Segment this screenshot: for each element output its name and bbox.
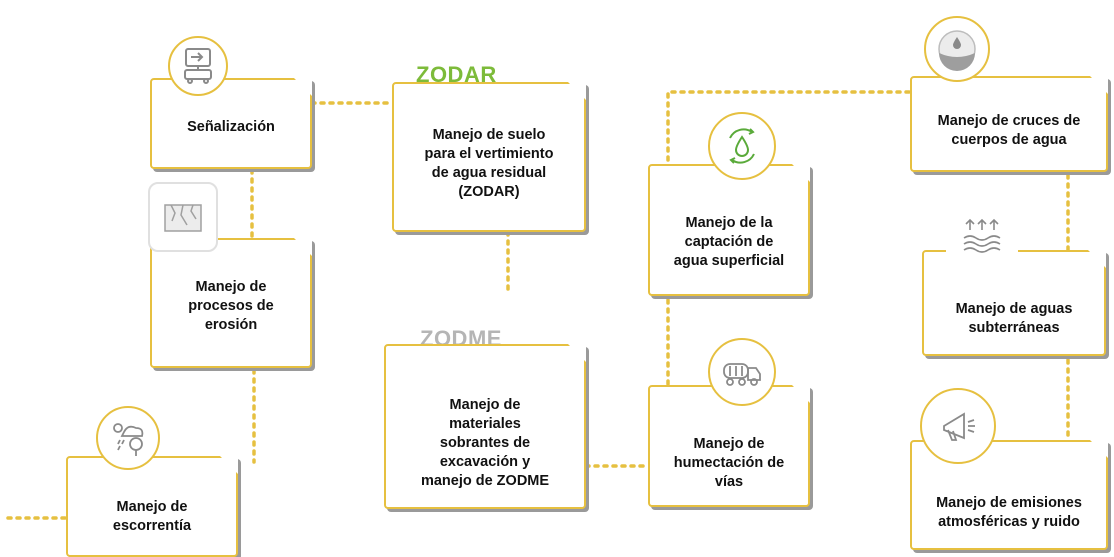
card-senalizacion: Señalización (150, 78, 312, 169)
megaphone-icon (920, 388, 996, 464)
card-escorrentia: Manejo de escorrentía (66, 456, 238, 557)
water-drop-wave-icon (924, 16, 990, 82)
label-subterraneas: Manejo de aguas subterráneas (955, 301, 1073, 336)
label-captacion: Manejo de la captación de agua superfici… (673, 215, 785, 269)
label-erosion: Manejo de procesos de erosión (188, 279, 274, 333)
groundwater-arrows-icon (946, 204, 1018, 268)
card-captacion: Manejo de la captación de agua superfici… (648, 164, 810, 296)
water-cycle-drop-icon (708, 112, 776, 180)
card-materiales: Manejo de materiales sobrantes de excava… (384, 344, 586, 509)
road-sign-icon (168, 36, 228, 96)
water-truck-icon (708, 338, 776, 406)
label-senalizacion: Señalización (187, 119, 275, 135)
eroded-ground-icon (148, 182, 218, 252)
label-suelo: Manejo de suelo para el vertimiento de a… (424, 127, 554, 200)
card-humectacion: Manejo de humectación de vías (648, 385, 810, 507)
label-humectacion: Manejo de humectación de vías (673, 436, 785, 490)
label-escorrentia: Manejo de escorrentía (112, 499, 192, 534)
card-suelo: Manejo de suelo para el vertimiento de a… (392, 82, 586, 232)
label-materiales: Manejo de materiales sobrantes de excava… (420, 397, 550, 489)
label-emisiones: Manejo de emisiones atmosféricas y ruido (936, 495, 1082, 530)
label-cruces: Manejo de cruces de cuerpos de agua (937, 113, 1081, 148)
rain-tree-icon (96, 406, 160, 470)
card-cruces: Manejo de cruces de cuerpos de agua (910, 76, 1108, 172)
card-erosion: Manejo de procesos de erosión (150, 238, 312, 368)
